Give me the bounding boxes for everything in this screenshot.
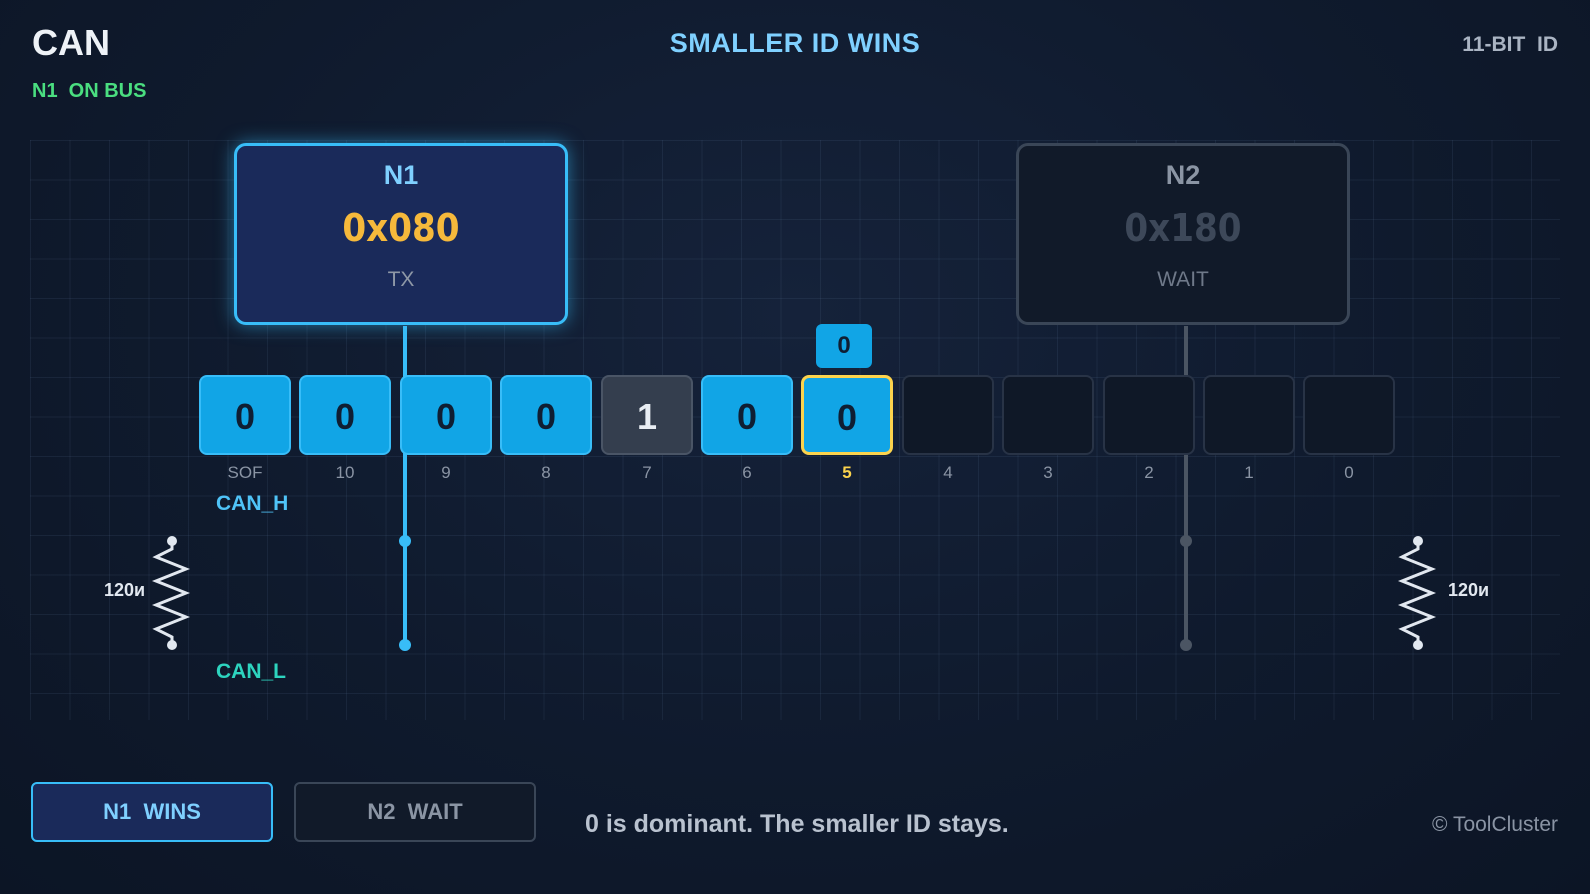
bit-cell: 0 (801, 375, 893, 455)
can-l-label: CAN_L (216, 660, 287, 683)
bit-index-label: 2 (1144, 463, 1154, 482)
node-n1-id: 0x080 (342, 206, 460, 250)
bit-cell: 0 (500, 375, 592, 455)
bit-cell: 0 (701, 375, 793, 455)
id-mode-label: 11-BIT ID (1462, 33, 1558, 56)
bit-index-label: 9 (441, 463, 451, 482)
bit-index-label: 6 (742, 463, 752, 482)
n1-wins-button[interactable]: N1 WINS (31, 782, 273, 842)
bit-cell (1303, 375, 1395, 455)
credit-label: © ToolCluster (1432, 813, 1558, 836)
bit-index-label: 5 (842, 463, 852, 482)
node-n1-card: N1 0x080 TX (234, 143, 568, 325)
bit-cell (902, 375, 994, 455)
node-n2-card: N2 0x180 WAIT (1016, 143, 1350, 325)
n2-wait-button[interactable]: N2 WAIT (294, 782, 536, 842)
bus-status: N1 ON BUS (32, 80, 147, 102)
node-n2-state: WAIT (1157, 268, 1209, 291)
page-title: SMALLER ID WINS (669, 28, 921, 58)
bit-cell (1103, 375, 1195, 455)
node-n2-id: 0x180 (1124, 206, 1242, 250)
bit-index-label: 0 (1344, 463, 1354, 482)
bit-cell (1002, 375, 1094, 455)
rule-caption: 0 is dominant. The smaller ID stays. (585, 810, 1009, 838)
app-title: CAN (32, 22, 110, 63)
bit-cell: 0 (199, 375, 291, 455)
termination-right-label: 120и (1448, 580, 1490, 600)
bit-index-label: SOF (227, 463, 263, 482)
bit-index-label: 7 (642, 463, 652, 482)
termination-left-label: 120и (104, 580, 146, 600)
bit-cell: 1 (601, 375, 693, 455)
bit-index-label: 1 (1244, 463, 1254, 482)
bus-bit-indicator: 0 (816, 324, 872, 368)
node-n1-name: N1 (383, 160, 419, 190)
node-n1-state: TX (387, 268, 415, 291)
bit-index-label: 10 (335, 463, 355, 482)
node-n2-name: N2 (1165, 160, 1201, 190)
bit-cell: 0 (299, 375, 391, 455)
can-h-label: CAN_H (216, 492, 289, 515)
bit-cell (1203, 375, 1295, 455)
bit-index-label: 4 (943, 463, 953, 482)
bit-cell: 0 (400, 375, 492, 455)
bit-index-label: 8 (541, 463, 551, 482)
bit-index-label: 3 (1043, 463, 1053, 482)
